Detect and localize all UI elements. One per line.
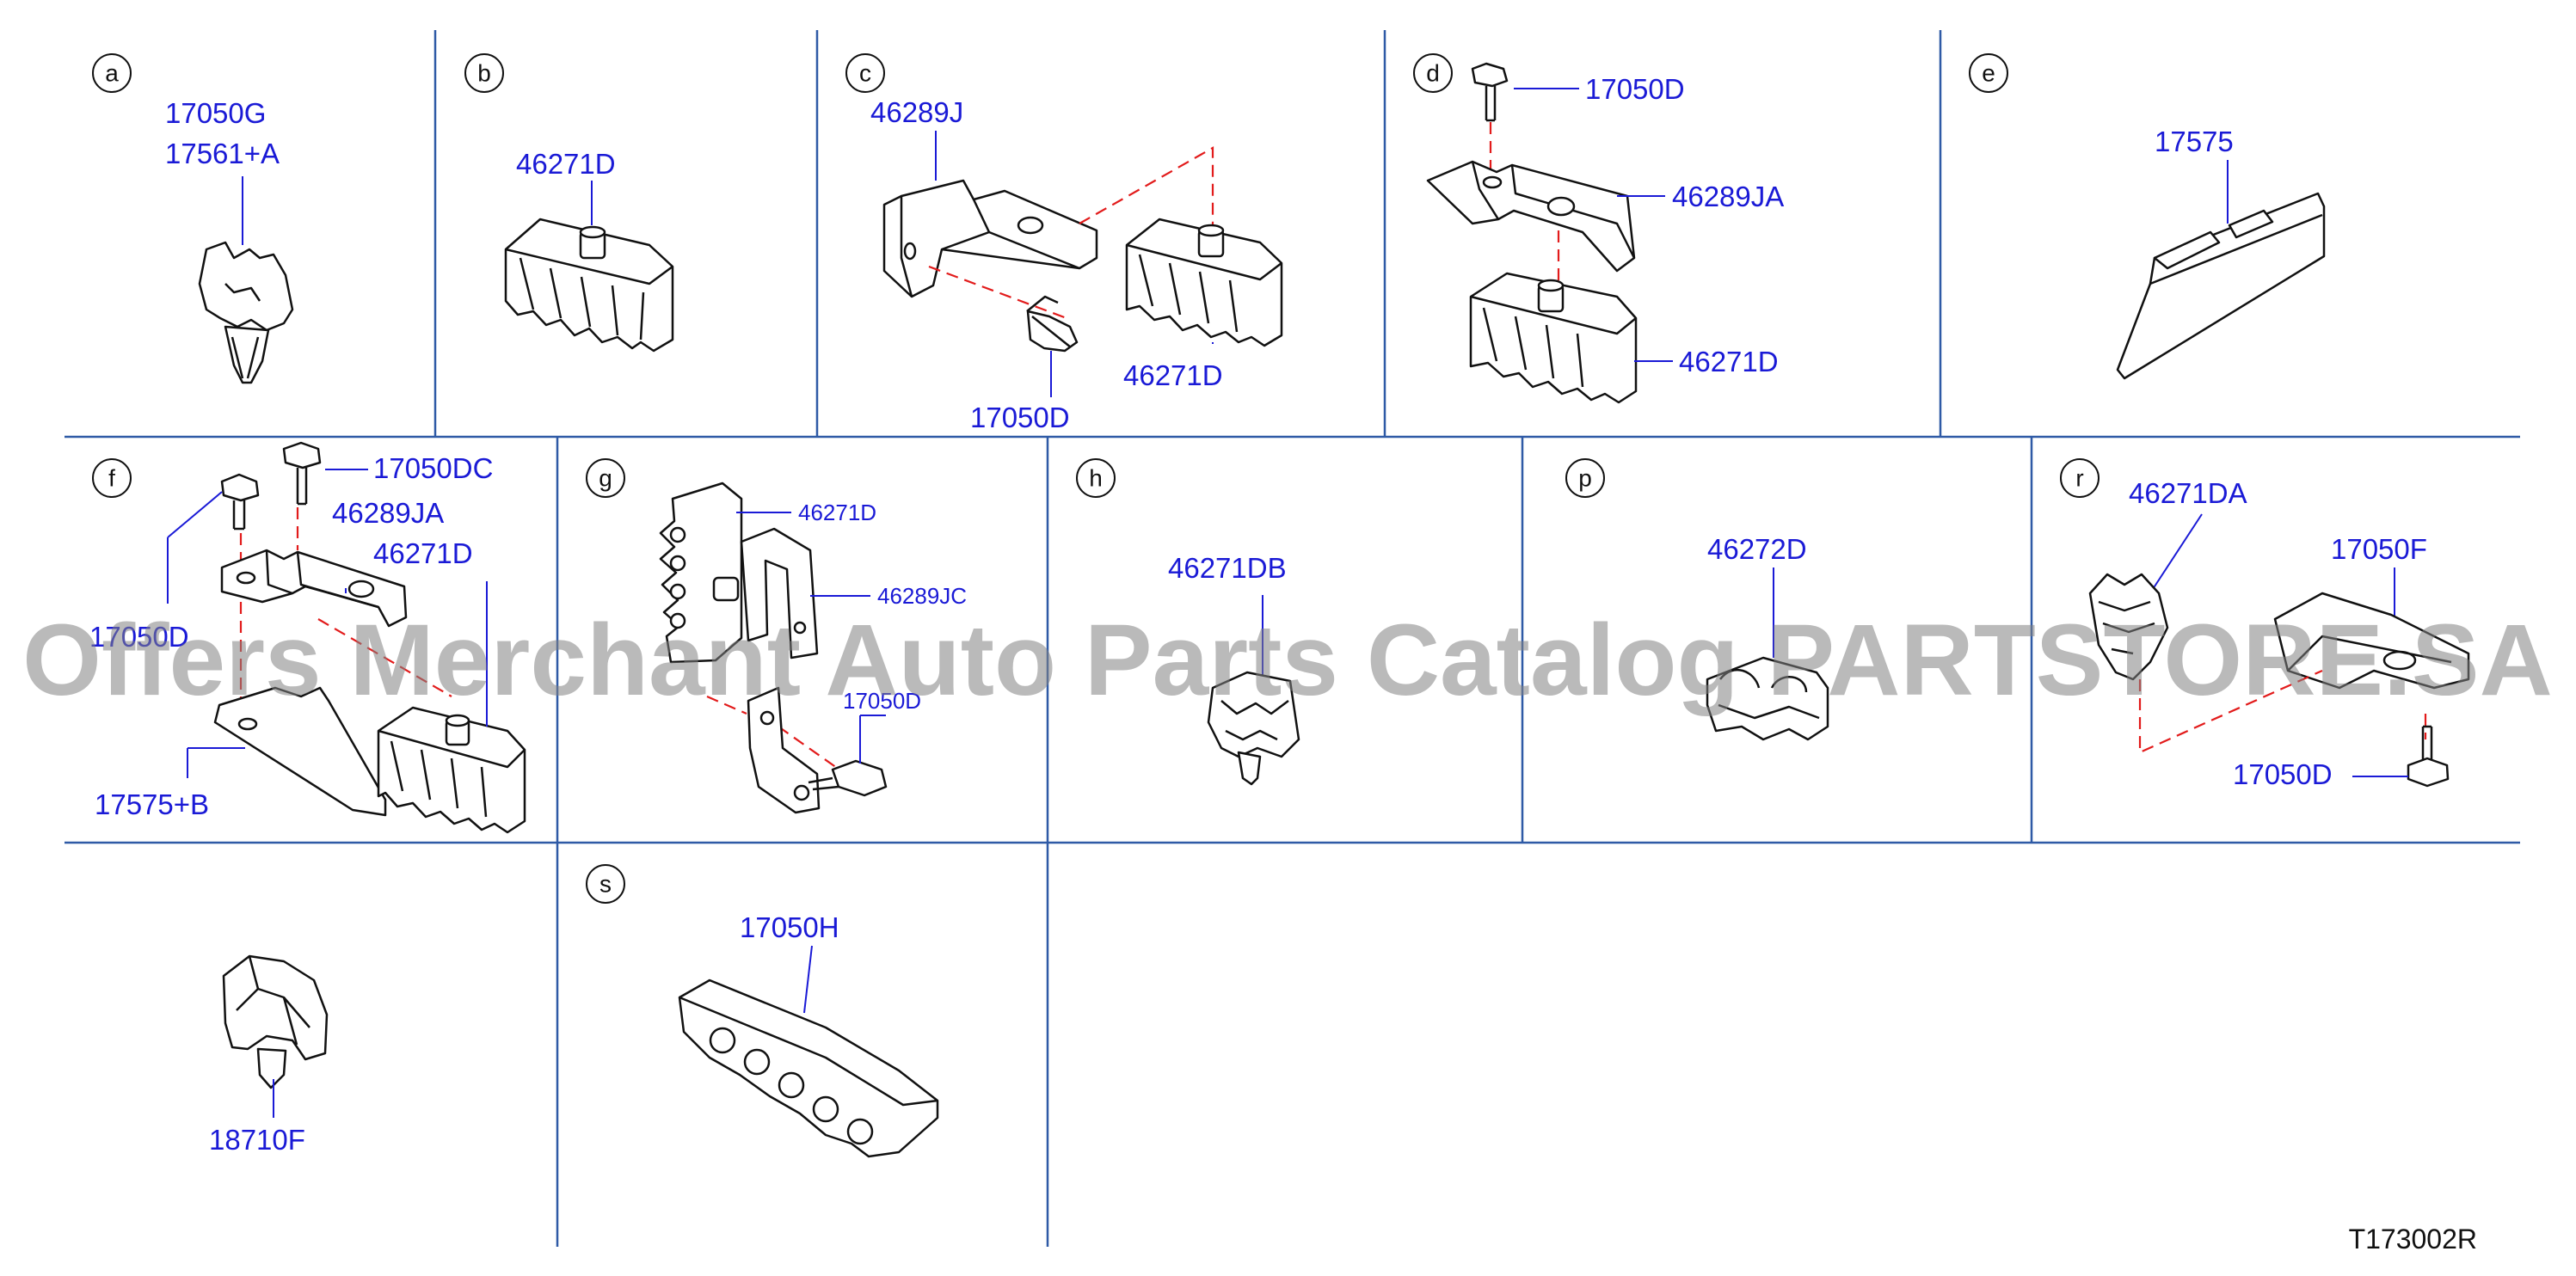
cell-letter-circle-f <box>92 458 132 498</box>
cell-letter-circle-c <box>845 53 885 93</box>
clamp-part-d <box>1469 272 1638 404</box>
cell-r: r 46271DA 17050F 17050D <box>2060 458 2470 790</box>
part-label-46271D-d: 46271D <box>1679 346 1779 377</box>
cell-s: s 17050H <box>586 864 939 1158</box>
part-label-46271D-f: 46271D <box>373 537 473 569</box>
cell-letter-circle-a <box>92 53 132 93</box>
bolt-part-c <box>1026 295 1079 353</box>
part-label-18710F: 18710F <box>209 1124 305 1156</box>
cell-letter-e: e <box>1982 60 1995 87</box>
lower-bracket-part-g <box>747 686 821 814</box>
clamp-part-s <box>678 978 939 1158</box>
cell-letter-circle-b <box>464 53 504 93</box>
shield-part-e <box>2116 192 2326 380</box>
cell-unlabeled: 18710F <box>209 954 329 1156</box>
bolt-part-f1 <box>282 441 322 506</box>
clamp-part-b <box>504 218 674 353</box>
diagram-code: T173002R <box>2349 1224 2477 1255</box>
clip-part-p <box>1706 656 1829 741</box>
part-label-17050D-c: 17050D <box>970 402 1070 433</box>
cell-d: d 17050D 46289JA 46271D <box>1413 53 1784 404</box>
bracket-part-g <box>740 527 819 659</box>
part-label-17050H: 17050H <box>740 911 839 943</box>
part-label-17575-e: 17575 <box>2155 126 2234 157</box>
bolt-part-f2 <box>220 473 260 531</box>
part-label-17050DC: 17050DC <box>373 452 493 484</box>
part-label-46289J: 46289J <box>870 96 963 128</box>
clamp-part-c <box>1125 218 1283 347</box>
part-label-17050D-g: 17050D <box>843 688 921 714</box>
cell-c: c 46289J 17050D 46271D <box>845 53 1283 433</box>
part-label-46271DB: 46271DB <box>1168 552 1287 584</box>
cell-letter-circle-e <box>1969 53 2008 93</box>
grid-lines <box>65 30 2520 1247</box>
cell-a: a 17050G 17561+A <box>92 53 294 384</box>
clamp-part-g <box>659 482 743 664</box>
bracket-part-f <box>220 549 408 628</box>
clip-part-h <box>1207 671 1300 786</box>
part-label-46272D: 46272D <box>1707 533 1807 565</box>
bracket-part-c <box>882 179 1098 298</box>
cell-p: p 46272D <box>1565 458 1829 741</box>
cell-letter-g: g <box>599 465 612 492</box>
cell-letter-s: s <box>599 871 612 898</box>
part-label-17575B: 17575+B <box>95 788 209 820</box>
cell-h: h 46271DB <box>1076 458 1300 786</box>
clip-part-a <box>198 241 294 384</box>
part-label-17050G: 17050G <box>165 97 266 129</box>
cell-letter-b: b <box>477 60 491 87</box>
bolt-part-r <box>2407 725 2450 788</box>
cell-b: b 46271D <box>464 53 674 353</box>
part-label-46289JA-f: 46289JA <box>332 497 444 529</box>
cell-letter-p: p <box>1578 465 1592 492</box>
bolt-part-d <box>1471 62 1509 122</box>
cell-letter-c: c <box>859 60 871 87</box>
clamp-part-f <box>377 706 526 834</box>
plate-part-f <box>213 686 387 817</box>
part-label-46271D-c: 46271D <box>1123 359 1223 391</box>
cell-letter-circle-s <box>586 864 625 904</box>
part-label-46289JA-d: 46289JA <box>1672 181 1784 212</box>
cell-letter-circle-r <box>2060 458 2100 498</box>
part-label-17050D-d: 17050D <box>1585 73 1685 105</box>
part-label-17050D-f: 17050D <box>89 621 189 653</box>
part-label-17050D-r: 17050D <box>2233 758 2333 790</box>
part-label-46289JC: 46289JC <box>877 583 967 609</box>
cell-letter-circle-g <box>586 458 625 498</box>
part-label-46271D-g: 46271D <box>798 500 876 525</box>
clip-part-18710F <box>222 954 329 1089</box>
cell-letter-r: r <box>2075 465 2083 492</box>
cell-letter-circle-d <box>1413 53 1453 93</box>
part-label-46271D-b: 46271D <box>516 148 616 180</box>
cell-e: e 17575 <box>1969 53 2326 380</box>
cell-letter-circle-p <box>1565 458 1605 498</box>
clip-part-r <box>2088 573 2169 681</box>
cell-letter-h: h <box>1089 465 1103 492</box>
cell-letter-circle-h <box>1076 458 1116 498</box>
bracket-part-d <box>1426 160 1636 273</box>
bracket-part-r <box>2273 592 2470 690</box>
cell-letter-a: a <box>105 60 119 87</box>
cell-letter-f: f <box>108 465 115 492</box>
cell-letter-d: d <box>1426 60 1440 87</box>
cell-g: g 46271D 46289JC 17050D <box>586 458 967 814</box>
bolt-part-g <box>808 759 888 797</box>
cell-f: f 17050DC 17050D 46289JA 46271D 175 <box>89 441 526 834</box>
part-label-17050F: 17050F <box>2331 533 2427 565</box>
part-label-17561A: 17561+A <box>165 138 280 169</box>
part-label-46271DA: 46271DA <box>2129 477 2247 509</box>
watermark-text: Offers Merchant Auto Parts Catalog PARTS… <box>22 604 2553 717</box>
